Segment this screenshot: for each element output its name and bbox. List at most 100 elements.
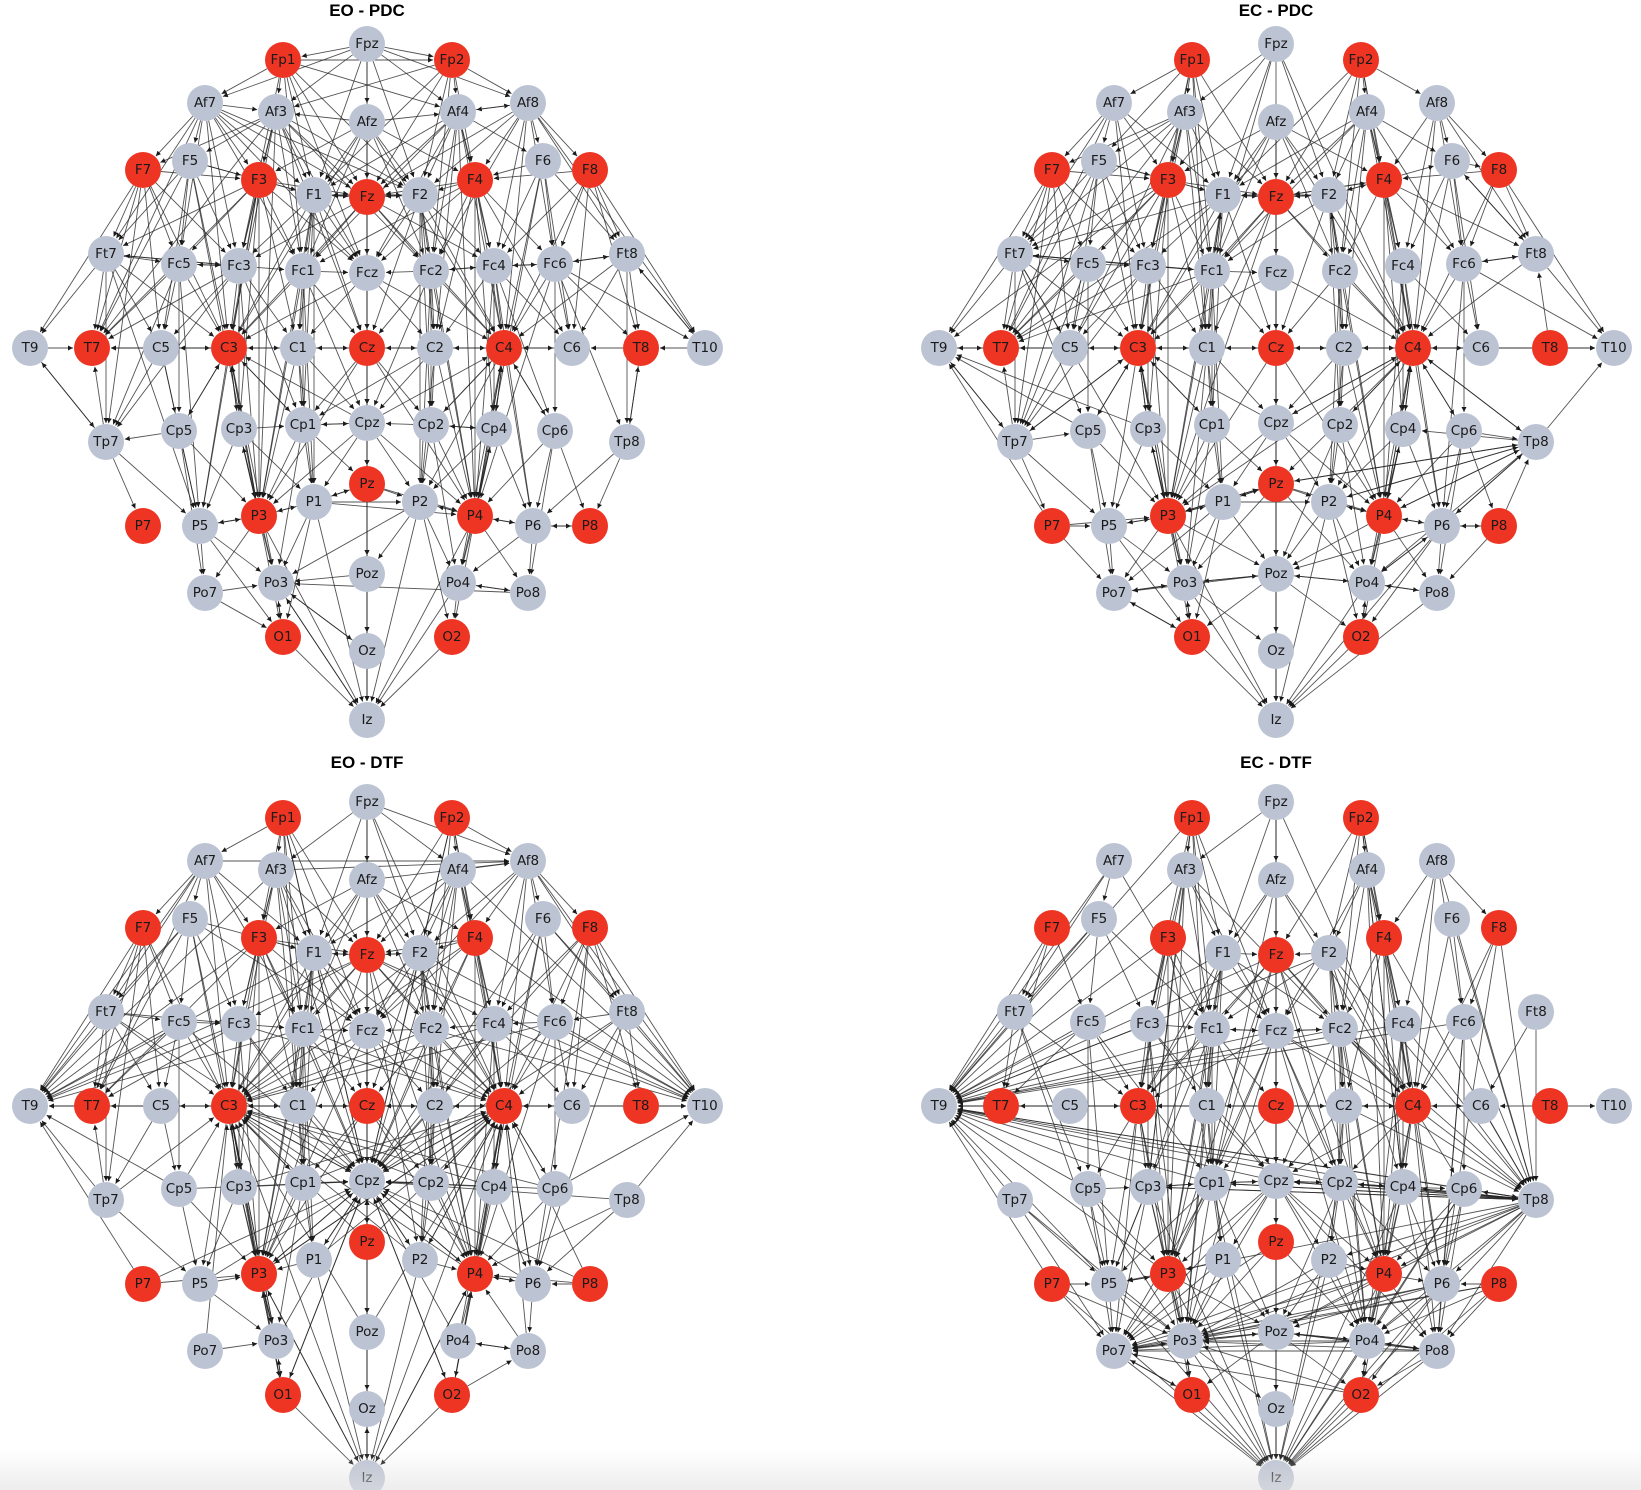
node-circle <box>1419 575 1455 611</box>
edge-fp2-to-af3 <box>294 64 435 108</box>
node-p8: P8 <box>572 508 608 544</box>
edge-fc5-to-fc3 <box>1105 262 1130 268</box>
edge-fc6-to-c4 <box>1422 1037 1456 1091</box>
node-fc1: Fc1 <box>285 253 321 289</box>
edge-cpz-to-p1 <box>324 437 358 487</box>
edge-af8-to-c4 <box>503 120 527 330</box>
node-circle <box>258 565 294 601</box>
edge-fc3-to-p3 <box>239 1041 260 1256</box>
node-label: Ft8 <box>1525 1004 1547 1020</box>
edge-cp4-to-t9 <box>957 1107 1386 1185</box>
panel-eo-pdc: EO - PDC Fp1FpzFp2Af7Af3AfzAf4Af8F7F5F3F… <box>12 1 723 738</box>
node-label: Cp3 <box>1135 1179 1162 1195</box>
edge-c3-to-po7 <box>1113 1123 1137 1333</box>
edge-fc6-to-c6 <box>1467 281 1479 330</box>
node-fc1: Fc1 <box>285 1011 321 1047</box>
edge-fc5-to-t7 <box>105 276 167 336</box>
edge-fz-to-fc2 <box>378 210 419 257</box>
edge-po3-to-po7 <box>1132 585 1168 593</box>
edge-af4-to-fc2 <box>432 129 456 253</box>
edge-poz-to-o1 <box>1206 584 1262 626</box>
edge-f1-to-fc3 <box>252 207 302 254</box>
node-circle <box>1311 484 1347 520</box>
edge-f3-to-cpz <box>265 954 360 1164</box>
node-label: F4 <box>467 172 483 188</box>
edge-f8-to-fc6 <box>1470 944 1494 1005</box>
node-t10: T10 <box>687 1088 723 1124</box>
node-label: Oz <box>1267 1401 1285 1417</box>
edge-af4-to-c2 <box>434 129 457 330</box>
node-label: P1 <box>1215 494 1232 510</box>
edge-c4-to-p6 <box>1415 365 1441 508</box>
edge-f2-to-fc2 <box>422 212 431 253</box>
node-c4: C4 <box>486 1088 522 1124</box>
edge-f7-to-ft7 <box>113 186 137 237</box>
edge-f3-to-cp3 <box>238 955 259 1169</box>
edge-f6-to-ft8 <box>554 932 615 999</box>
edge-p1-to-p4 <box>331 503 457 517</box>
node-f3: F3 <box>1150 920 1186 956</box>
node-t9: T9 <box>921 1088 957 1124</box>
edge-f5-to-ft7 <box>118 932 179 999</box>
edge-af3-to-f1 <box>1192 886 1216 936</box>
edge-tp7-to-p7 <box>1021 458 1045 509</box>
edge-tp8-to-t10 <box>638 1120 694 1187</box>
edge-af3-to-c5 <box>1077 128 1178 332</box>
edge-f3-to-t9 <box>954 948 1154 1096</box>
edge-ft7-to-c3 <box>120 264 215 337</box>
edge-f5-to-t7 <box>1009 176 1091 332</box>
edge-fc6-to-c6 <box>558 1039 570 1088</box>
edge-fz-to-t10 <box>383 961 688 1099</box>
edge-o2-to-iz <box>380 649 440 708</box>
edge-f1-to-c3 <box>1146 210 1215 332</box>
edge-f8-to-t10 <box>599 942 696 1091</box>
node-circle <box>143 330 179 366</box>
edge-fcz-to-c2 <box>378 1043 423 1093</box>
edge-cpz-to-p4 <box>380 434 461 504</box>
node-label: Fc5 <box>167 256 191 272</box>
node-fc3: Fc3 <box>221 1006 257 1042</box>
node-o1: O1 <box>265 619 301 655</box>
edge-p2-to-po4 <box>427 518 451 566</box>
edge-fc1-to-c3 <box>1150 283 1200 335</box>
edge-cp3-to-p5 <box>1115 1203 1142 1267</box>
node-label: Af8 <box>1426 853 1448 869</box>
node-label: Fpz <box>355 794 378 810</box>
node-label: P8 <box>582 1276 599 1292</box>
node-label: F5 <box>1091 911 1107 927</box>
node-circle <box>1120 330 1156 366</box>
node-ft7: Ft7 <box>88 236 124 272</box>
edge-fc5-to-t7 <box>1014 276 1076 336</box>
edge-af8-to-fc4 <box>1405 120 1434 248</box>
node-circle <box>1258 104 1294 140</box>
node-t10: T10 <box>1596 330 1632 366</box>
edge-cp6-to-tp8 <box>1481 433 1518 441</box>
edge-p8-to-tp8 <box>1505 459 1529 510</box>
edge-fcz-to-c3 <box>245 281 352 340</box>
node-label: C6 <box>563 340 581 356</box>
edge-fc4-to-c2 <box>445 1038 484 1091</box>
node-p2: P2 <box>402 484 438 520</box>
node-po4: Po4 <box>1349 1323 1385 1359</box>
node-circle <box>187 575 223 611</box>
edge-f4-to-f2 <box>1347 184 1367 192</box>
edge-c3-to-po3 <box>1141 365 1183 565</box>
node-label: Ft7 <box>1004 246 1026 262</box>
node-fc1: Fc1 <box>1194 253 1230 289</box>
edge-p4-to-cp4 <box>1387 447 1401 499</box>
node-label: P3 <box>1160 508 1177 524</box>
node-label: P1 <box>306 494 323 510</box>
node-circle <box>434 42 470 78</box>
node-f6: F6 <box>1434 901 1470 937</box>
edge-cpz-to-c3 <box>245 356 352 415</box>
edge-f4-to-fc4 <box>478 197 492 248</box>
node-label: Fc3 <box>227 1016 251 1032</box>
node-cz: Cz <box>1258 330 1294 366</box>
node-po4: Po4 <box>440 565 476 601</box>
edge-f2-to-fz <box>385 193 403 199</box>
node-label: Fc1 <box>1200 263 1224 279</box>
node-po3: Po3 <box>258 1323 294 1359</box>
node-circle <box>1034 152 1070 188</box>
node-c2: C2 <box>417 330 453 366</box>
edge-f7-to-tp7 <box>106 187 142 424</box>
